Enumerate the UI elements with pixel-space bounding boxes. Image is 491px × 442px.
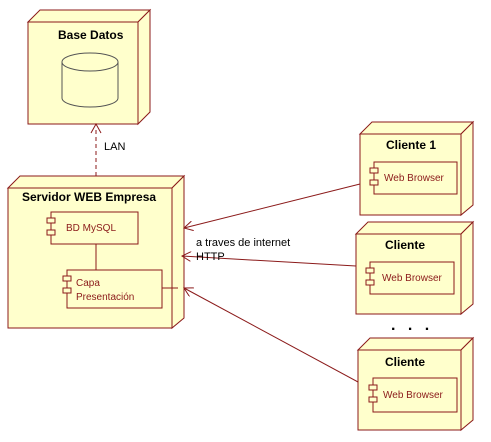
server-node[interactable]: Servidor WEB Empresa BD MySQL Capa Prese… [6,174,186,330]
database-node[interactable]: Base Datos [26,8,152,126]
presentation-label-line2: Presentación [76,292,134,303]
presentation-label-line1: Capa [76,278,100,289]
internet-label: a traves de internet [196,237,290,249]
lan-connection: LAN [90,122,125,176]
presentation-component[interactable]: Capa Presentación [62,269,163,309]
client3-node[interactable]: Cliente Web Browser [356,336,475,432]
client2-web-browser-component[interactable]: Web Browser [365,261,455,295]
client2-title: Cliente [385,238,425,252]
client1-node[interactable]: Cliente 1 Web Browser [358,120,475,217]
database-cylinder-icon [61,52,119,108]
bd-mysql-component[interactable]: BD MySQL [46,211,139,245]
more-clients-ellipsis: . . . [391,317,433,334]
client-server-connections [162,183,361,383]
client2-web-browser-label: Web Browser [382,273,443,284]
http-label: HTTP [196,251,225,263]
database-title: Base Datos [58,28,124,42]
client1-web-browser-label: Web Browser [384,173,445,184]
client2-node[interactable]: Cliente Web Browser [354,220,475,316]
client2-connection [182,256,357,267]
client3-web-browser-label: Web Browser [383,390,444,401]
client1-web-browser-component[interactable]: Web Browser [369,161,458,195]
bd-mysql-label: BD MySQL [66,223,116,234]
client1-title: Cliente 1 [386,138,436,152]
server-title: Servidor WEB Empresa [22,190,156,204]
client3-web-browser-component[interactable]: Web Browser [368,377,458,413]
client3-title: Cliente [385,355,425,369]
client1-connection [184,183,361,228]
client3-connection [184,288,359,383]
lan-label: LAN [104,141,125,153]
